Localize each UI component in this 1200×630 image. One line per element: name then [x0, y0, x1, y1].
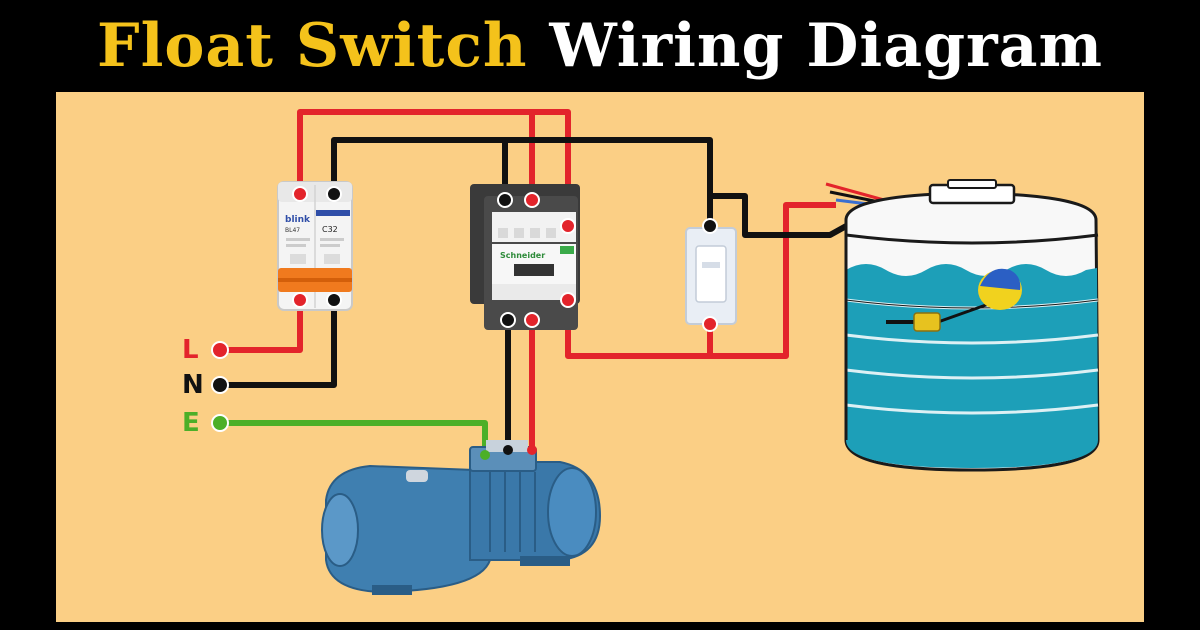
circuit-breaker: blink BL47 C32 — [277, 181, 353, 311]
water — [846, 264, 1098, 468]
terminal-label-neutral: N — [182, 370, 204, 400]
terminal-label-live: L — [182, 335, 199, 365]
float-weight — [913, 312, 941, 332]
float-switch — [886, 268, 1022, 332]
push-switch — [685, 218, 737, 332]
terminal-earth-dot[interactable] — [211, 414, 229, 432]
water-tank — [844, 179, 1100, 472]
title-bar: Float Switch Wiring Diagram — [0, 0, 1200, 92]
breaker-brand: blink — [285, 215, 311, 225]
terminal-label-earth: E — [182, 408, 200, 438]
contactor: Schneider — [470, 184, 580, 330]
terminal-live-dot[interactable] — [211, 341, 229, 359]
title-float-switch: Float Switch — [96, 11, 528, 81]
switch-button[interactable] — [695, 245, 727, 303]
page-title: Float Switch Wiring Diagram — [0, 8, 1200, 84]
breaker-model: BL47 — [285, 227, 300, 234]
wire-earth — [220, 420, 488, 455]
water-pump — [321, 440, 602, 595]
breaker-rating: C32 — [322, 225, 338, 234]
title-wiring-diagram: Wiring Diagram — [549, 11, 1104, 81]
terminal-neutral-dot[interactable] — [211, 376, 229, 394]
contactor-brand: Schneider — [500, 251, 545, 260]
